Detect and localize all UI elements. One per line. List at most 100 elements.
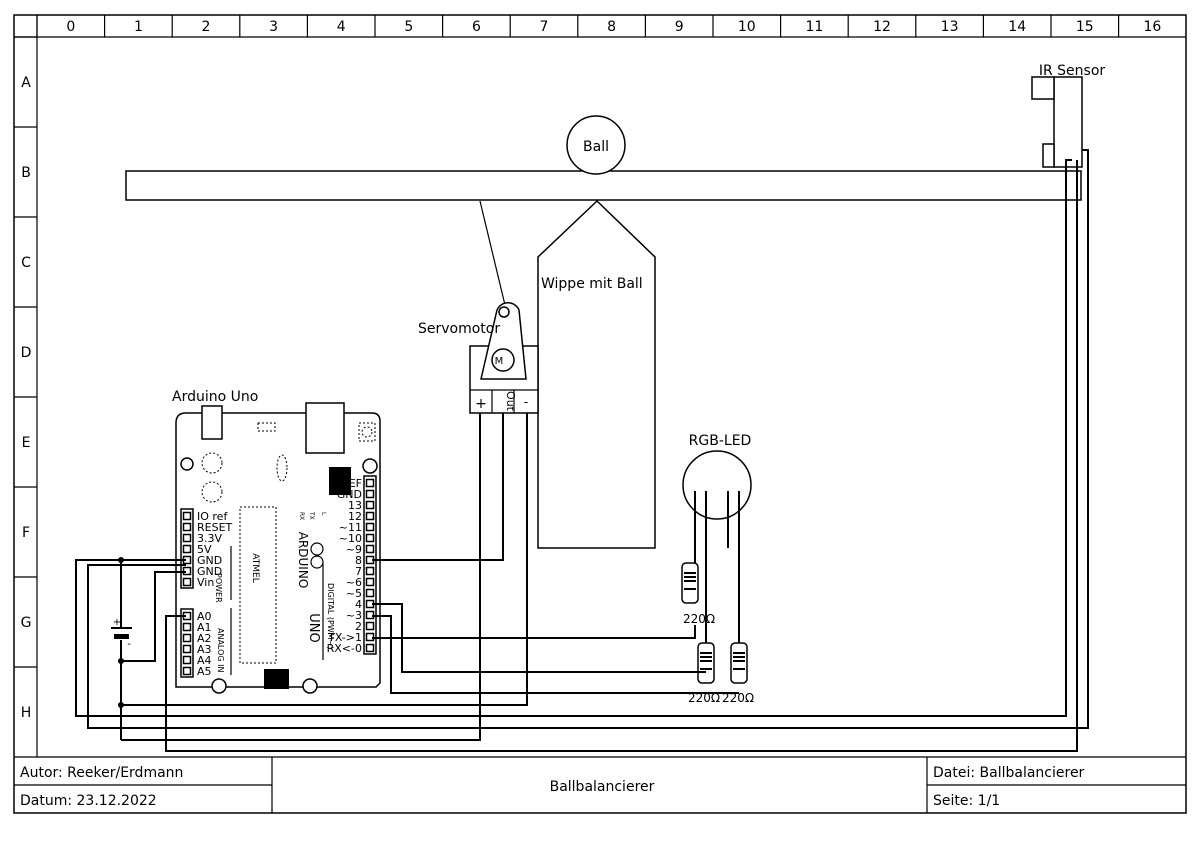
pin [182,644,192,654]
pin [182,533,192,543]
brand-label: ARDUINO [296,532,310,589]
battery-plus: + [113,617,121,628]
row-label: B [21,165,31,181]
row-label: G [21,615,32,631]
ball-label: Ball [583,139,609,155]
pin-label: 4 [355,598,362,611]
pin-label: A1 [197,621,212,634]
column-label: 8 [607,19,616,35]
pin [365,500,375,510]
pin-label: GND [337,488,362,501]
pin-label: ~3 [346,609,362,622]
pin [365,489,375,499]
pin [365,533,375,543]
pin-label: ~11 [339,521,362,534]
pin-label: RX<-0 [327,642,362,655]
seesaw-label: Wippe mit Ball [541,276,643,292]
pin-label: A4 [197,654,212,667]
pin [365,643,375,653]
ir-sensor [1031,76,1083,168]
power-jack [201,405,223,440]
mounting-hole [180,457,194,471]
resistor-value: 220Ω [683,612,715,626]
pin-label: 12 [348,510,362,523]
column-label: 9 [675,19,684,35]
icsp-header [329,467,351,495]
ir-sensor-label: IR Sensor [1039,63,1106,79]
pin [365,544,375,554]
pin [182,544,192,554]
pin [182,522,192,532]
column-label: 4 [337,19,346,35]
seesaw-beam [125,170,1082,201]
ball-circle [566,115,626,175]
pin [182,511,192,521]
pin [182,666,192,676]
atmel-chip [239,506,277,664]
pin [182,633,192,643]
pin-label: ~9 [346,543,362,556]
row-label: D [21,345,32,361]
row-label: E [22,435,31,451]
pin-label: 7 [355,565,362,578]
sheet-frame [13,14,1187,814]
resistor: 220Ω [722,642,754,705]
wiring [75,149,1089,752]
pin [365,478,375,488]
battery-minus: - [127,639,131,650]
column-label: 3 [269,19,278,35]
usb-connector [305,402,345,454]
title-block: Autor: Reeker/Erdmann Datum: 23.12.2022 … [14,757,1186,813]
pin [365,577,375,587]
rgb-led [682,450,752,520]
column-label: 10 [738,19,756,35]
pin [365,522,375,532]
column-label: 12 [873,19,891,35]
servo-pin-out: Out [504,391,517,412]
column-label: 16 [1143,19,1161,35]
column-label: 14 [1008,19,1026,35]
pin-label: A2 [197,632,212,645]
servo-horn-hole [498,306,510,318]
resistor-value: 220Ω [722,691,754,705]
servo-pin-plus: + [475,396,487,412]
pin-label: 13 [348,499,362,512]
pin-label: 5V [197,543,212,556]
pin-label: ~6 [346,576,362,589]
chip-label: ATMEL [250,553,260,582]
column-label: 11 [805,19,823,35]
pin [365,511,375,521]
resistor-value: 220Ω [688,691,720,705]
column-label: 15 [1076,19,1094,35]
row-label: F [22,525,30,541]
pin-label: 3.3V [197,532,222,545]
pin [365,588,375,598]
file-text: Datei: Ballbalancierer [933,765,1085,781]
servo-pin-minus: - [524,395,528,409]
servo-label: Servomotor [418,321,500,337]
pin-label: GND [197,554,222,567]
digital-header-label: DIGITAL (PWM~) [326,583,335,649]
drawing-title: Ballbalancierer [550,779,655,795]
pin-label: RESET [197,521,233,534]
power-header-label: POWER [214,573,223,603]
row-label: C [21,255,31,271]
column-label: 1 [134,19,143,35]
row-label: H [21,705,32,721]
resistor: 220Ω [681,562,715,626]
pin [365,566,375,576]
servomotor: M + Out - [469,302,539,414]
column-label: 7 [540,19,549,35]
resistor: 220Ω [688,642,720,705]
seesaw-stand [537,199,656,549]
led-l: L [320,512,327,516]
svg-text:M: M [495,356,504,367]
pin [182,577,192,587]
